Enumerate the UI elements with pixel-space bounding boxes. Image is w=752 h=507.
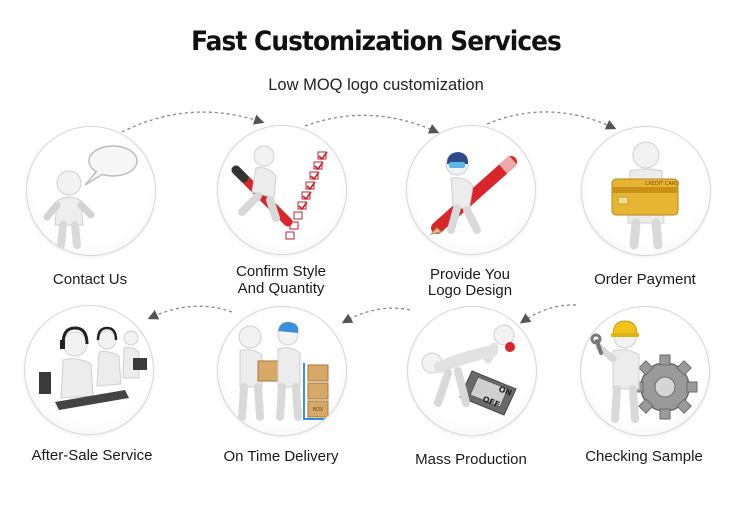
step-circle: [406, 125, 536, 255]
step-label: After-Sale Service: [31, 447, 153, 464]
arrow-production-to-delivery: [341, 307, 411, 324]
step-circle: BOX: [217, 306, 347, 436]
step-label-line-1: Provide You: [429, 266, 511, 283]
card-text: CREDIT CARD: [645, 181, 679, 187]
call-center-figures-icon: [39, 326, 147, 410]
step-label: Contact Us: [52, 271, 128, 288]
step-label-line-1: Confirm Style: [235, 263, 327, 280]
box-text: BOX: [313, 407, 324, 413]
pencil-designer-figure-icon: [429, 152, 518, 235]
speech-bubble-figure-icon: [43, 145, 138, 249]
step-label: On Time Delivery: [223, 448, 339, 465]
credit-card-figure-icon: CREDIT CARD: [611, 141, 679, 250]
step-circle: [580, 306, 710, 436]
page-subtitle: Low MOQ logo customization: [268, 76, 484, 94]
delivery-boxes-figures-icon: BOX: [238, 321, 330, 421]
step-circle: ON OFF: [407, 306, 537, 436]
on-off-switch-figure-icon: ON OFF: [421, 324, 517, 416]
step-label-line-2: Logo Design: [427, 282, 513, 299]
step-label-line-2: And Quantity: [237, 280, 325, 297]
step-circle: [26, 126, 156, 256]
step-circle: CREDIT CARD: [581, 126, 711, 256]
checklist-pen-figure-icon: [231, 145, 328, 240]
step-label: Order Payment: [594, 271, 696, 288]
step-circle: [217, 125, 347, 255]
page-title: Fast Customization Services: [191, 26, 562, 57]
step-circle: [24, 305, 154, 435]
gear-wrench-figure-icon: [590, 320, 698, 423]
step-label: Mass Production: [415, 451, 527, 468]
step-label: Checking Sample: [585, 448, 703, 465]
